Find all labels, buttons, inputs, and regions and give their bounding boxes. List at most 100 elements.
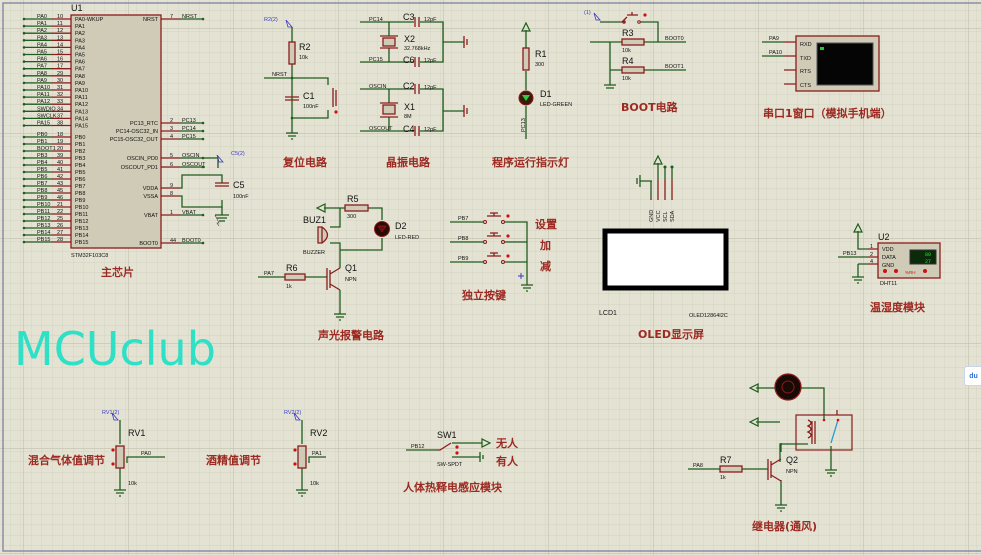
dht11-sensor[interactable]: 80 27 %RH U2 DHT11 PB13 VDD DATA GND 1 2… — [838, 222, 941, 287]
pin-number: 45 — [57, 188, 63, 194]
pin-number: 33 — [57, 99, 63, 105]
pin-number: 28 — [57, 237, 63, 243]
oled-sda-pin: SDA — [670, 210, 676, 222]
pin-name: PB14 — [75, 233, 88, 239]
r3-ref: R3 — [622, 28, 634, 38]
alarm-circuit[interactable]: R5 300 D2 LED-RED BUZ1 BUZZER Q1 NPN R6 … — [258, 194, 419, 321]
pin-number: 34 — [57, 106, 63, 112]
virtual-terminal[interactable]: PA9 PA10 RXD TXD RTS CTS — [762, 35, 880, 92]
oscout-net-label: OSCOUT — [369, 126, 393, 132]
keys-title: 独立按键 — [461, 288, 507, 302]
pin-number: 7 — [170, 14, 173, 20]
pin-name: NRST — [143, 17, 159, 23]
run-led-circuit[interactable]: R1 300 D1 LED-GREEN PC13 — [518, 21, 572, 139]
rv2-potentiometer[interactable]: RV2(2) RV2 10k PA1 — [284, 410, 327, 497]
c6-ref: C6 — [403, 55, 415, 65]
net-label: VBAT — [182, 210, 197, 216]
oscin-net-label: OSCIN — [369, 84, 386, 90]
pin-number: 38 — [57, 121, 63, 127]
pin-name: PC13_RTC — [130, 121, 158, 127]
relay-circuit[interactable]: R7 1k Q2 NPN PA8 — [688, 373, 853, 512]
boot-circuit[interactable]: (1) R3 10k R4 10k BOOT0 BOOT1 — [584, 10, 686, 89]
sw1-ref: SW1 — [437, 430, 457, 440]
translate-icon[interactable]: du — [964, 366, 981, 386]
r7-value: 1k — [720, 475, 726, 481]
net-label: PA3 — [37, 35, 47, 41]
pir-switch[interactable]: SW1 SW-SPDT PB12 无人 有人 — [406, 430, 519, 468]
pin-name: OSCOUT_PD1 — [121, 165, 158, 171]
net-label: PB1 — [37, 139, 47, 145]
x2-ref: X2 — [404, 34, 415, 44]
keys-circuit[interactable]: PB7 PB8 PB9 设置 加 减 — [450, 212, 557, 292]
c3-value: 12pF — [424, 17, 437, 23]
dht-pin-1: 1 — [870, 244, 873, 250]
push-button-1[interactable] — [483, 212, 510, 224]
reset-circuit[interactable]: R2(2) R2 10k NRST C1 100nF — [264, 17, 338, 140]
pin-name: PB6 — [75, 177, 85, 183]
crystal-circuit[interactable]: PC14 PC15 OSCIN OSCOUT C3 C6 C2 C4 12pF … — [360, 12, 468, 136]
net-label: PA9 — [37, 78, 47, 84]
pin-number: 18 — [57, 132, 63, 138]
c2-ref: C2 — [403, 81, 415, 91]
r6-ref: R6 — [286, 263, 298, 273]
oled-screen — [602, 228, 729, 291]
pin-number: 42 — [57, 174, 63, 180]
push-button-3[interactable] — [483, 252, 510, 264]
pin-name: PB9 — [75, 198, 85, 204]
probe-icon — [216, 154, 224, 163]
push-button-2[interactable] — [483, 232, 510, 244]
pin-name: PA2 — [75, 31, 85, 37]
pin-number: 8 — [170, 191, 173, 197]
rv1-potentiometer[interactable]: RV1(2) RV1 10k PA0 — [102, 410, 165, 497]
oled-gnd-pin: GND — [649, 210, 655, 222]
oled-display[interactable]: GND VCC SCL SDA LCD1 OLED12864I2C — [599, 154, 729, 319]
boot-title: BOOT电路 — [621, 100, 679, 114]
pin-number: 15 — [57, 50, 63, 56]
pin-name: PA8 — [75, 74, 85, 80]
pin-name: PA15 — [75, 124, 88, 130]
q1-value: NPN — [345, 277, 357, 283]
